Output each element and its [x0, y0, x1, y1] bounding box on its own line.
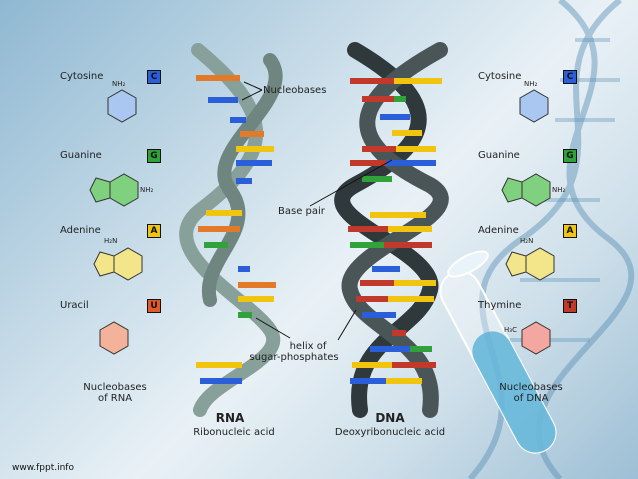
- left-base-letter: G: [147, 149, 161, 163]
- left-base-formula: NH₂: [140, 186, 154, 194]
- dna-base-pair: [350, 160, 386, 166]
- nucleobases-annotation: Nucleobases: [263, 85, 327, 96]
- right-base-formula: NH₂: [524, 80, 538, 88]
- rna-base: [238, 312, 252, 318]
- rna-backbone: [179, 43, 283, 417]
- dna-base-pair: [352, 362, 392, 368]
- rna-subtitle: Ribonucleic acid: [193, 427, 275, 438]
- dna-base-pair: [380, 114, 410, 120]
- dna-base-pair: [362, 96, 394, 102]
- left-base-name: Cytosine: [60, 71, 104, 82]
- dna-base-pair: [392, 330, 406, 336]
- left-base-formula: H₂N: [104, 237, 118, 245]
- right-caption-line1: Nucleobases: [499, 382, 563, 393]
- rna-base: [204, 242, 228, 248]
- dna-title: DNA: [375, 411, 405, 425]
- rna-base: [198, 226, 240, 232]
- rna-base: [200, 378, 242, 384]
- test-tube: [439, 250, 557, 454]
- right-base-formula: H₂N: [520, 237, 534, 245]
- dna-base-pair: [362, 176, 392, 182]
- dna-base-pair: [362, 146, 396, 152]
- left-base-letter: C: [147, 70, 161, 84]
- left-base-letter: A: [147, 224, 161, 238]
- rna-base: [240, 131, 264, 137]
- rna-base: [238, 296, 274, 302]
- dna-base-pair: [350, 242, 384, 248]
- right-base-letter: T: [563, 299, 577, 313]
- right-base-name: Guanine: [478, 150, 520, 161]
- uracil-molecule-left: [99, 321, 129, 355]
- dna-subtitle: Deoxyribonucleic acid: [334, 427, 446, 438]
- rna-title: RNA: [215, 411, 245, 425]
- base-pair-annotation: Base pair: [278, 206, 325, 217]
- right-base-name: Adenine: [478, 225, 519, 236]
- left-caption-line2: of RNA: [97, 393, 133, 404]
- right-base-name: Cytosine: [478, 71, 522, 82]
- right-base-formula: H₃C: [504, 326, 517, 334]
- dna-base-pair: [360, 280, 394, 286]
- left-base-name: Adenine: [60, 225, 101, 236]
- leader-lines: [241, 81, 393, 341]
- dna-base-pair: [350, 378, 386, 384]
- rna-base: [230, 117, 246, 123]
- footer-url: www.fppt.info: [12, 463, 74, 473]
- adenine-molecule-left: [93, 247, 143, 281]
- dna-base-pair: [350, 78, 394, 84]
- rna-base: [196, 362, 242, 368]
- helix-annotation-line2: sugar-phosphates: [249, 352, 339, 363]
- dna-base-pair: [370, 212, 426, 218]
- rna-base: [236, 160, 272, 166]
- adenine-molecule-right: [505, 247, 555, 281]
- rna-base: [236, 178, 252, 184]
- dna-base-pair: [392, 130, 422, 136]
- dna-base-pair: [370, 346, 410, 352]
- dna-base-pair: [372, 266, 400, 272]
- dna-base-pair: [348, 226, 388, 232]
- left-base-name: Guanine: [60, 150, 102, 161]
- rna-base: [236, 146, 274, 152]
- cytosine-molecule-left: [107, 89, 137, 123]
- rna-base: [208, 97, 238, 103]
- dna-base-pair: [362, 312, 396, 318]
- rna-base: [196, 75, 240, 81]
- right-caption-line2: of DNA: [513, 393, 549, 404]
- right-base-letter: C: [563, 70, 577, 84]
- left-base-letter: U: [147, 299, 161, 313]
- left-base-formula: NH₂: [112, 80, 126, 88]
- guanine-molecule-left: [89, 173, 139, 207]
- thymine-molecule-right: [521, 321, 551, 355]
- cytosine-molecule-right: [519, 89, 549, 123]
- rna-bases: [196, 75, 276, 384]
- rna-base: [238, 282, 276, 288]
- left-base-name: Uracil: [60, 300, 89, 311]
- dna-base-pair: [356, 296, 388, 302]
- dna-base-pairs: [348, 78, 442, 384]
- rna-base: [206, 210, 242, 216]
- left-caption-line1: Nucleobases: [83, 382, 147, 393]
- right-base-formula: NH₂: [552, 186, 566, 194]
- right-base-name: Thymine: [478, 300, 522, 311]
- right-base-letter: A: [563, 224, 577, 238]
- guanine-molecule-right: [501, 173, 551, 207]
- rna-base: [238, 266, 250, 272]
- helix-annotation-line1: helix of: [289, 341, 327, 352]
- right-base-letter: G: [563, 149, 577, 163]
